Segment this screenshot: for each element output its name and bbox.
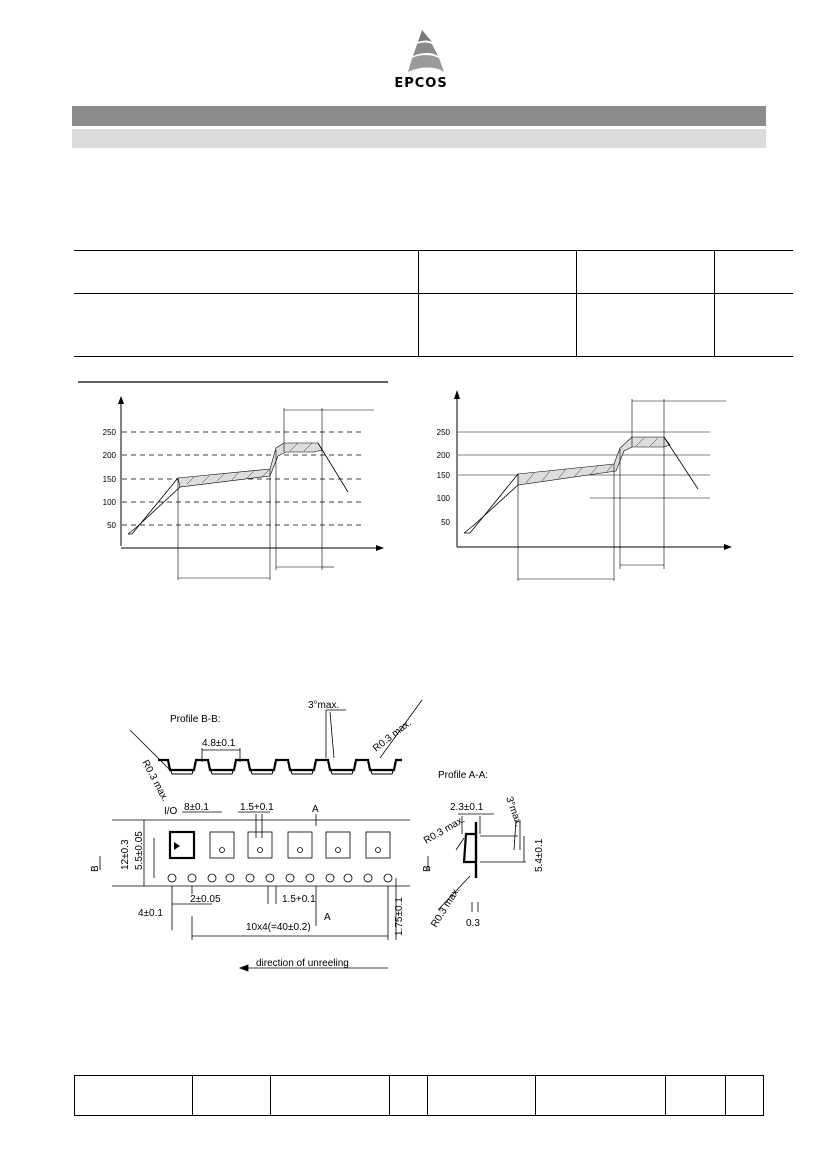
y-tick: 150 (103, 475, 117, 484)
dim-pocket-4-8: 4.8±0.1 (202, 738, 236, 749)
dim-cumulative: 10x4(=40±0.2) (246, 922, 311, 933)
brand-name: EPCOS (394, 76, 448, 91)
profile-aa-detail: 2.3±0.1 R0.3 max. 3°max. 5.4±0.1 R0.3 ma… (422, 795, 545, 929)
dim-width-12: 12±0.3 (120, 839, 131, 870)
dim-5-5: 5.5±0.05 (134, 831, 145, 870)
reflow-profile-chart-left: 250 200 150 100 50 (78, 381, 388, 580)
spec-table (74, 250, 793, 358)
y-tick: 50 (441, 518, 450, 527)
dim-thickness: 0.3 (466, 918, 480, 929)
dim-r03-right: R0.3 max. (371, 718, 414, 755)
footer-table (74, 1075, 764, 1116)
header-bar (72, 106, 766, 126)
direction-label: direction of unreeling (256, 958, 349, 969)
dim-hole-1-5-bottom: 1.5+0.1 (282, 894, 316, 905)
y-tick: 100 (103, 498, 117, 507)
y-tick: 200 (103, 451, 117, 460)
y-tick: 100 (437, 494, 451, 503)
y-tick: 150 (437, 471, 451, 480)
dim-r03-aa-top: R0.3 max. (422, 814, 467, 846)
dim-3max-top: 3°max. (308, 700, 339, 711)
section-b-left: B (90, 865, 101, 872)
dim-r03-left: R0.3 max. (139, 758, 170, 803)
section-b-right: B (422, 865, 433, 872)
dim-2: 2±0.05 (190, 894, 221, 905)
y-tick: 250 (437, 428, 451, 437)
dim-io: I/O (164, 806, 178, 817)
dim-pitch-4: 4±0.1 (138, 908, 163, 919)
y-tick: 50 (107, 521, 116, 530)
y-tick: 200 (437, 451, 451, 460)
epcos-logo-icon (408, 30, 444, 72)
dim-depth-5-4: 5.4±0.1 (534, 838, 545, 872)
dim-3max-aa: 3°max. (503, 795, 524, 828)
section-a-top: A (312, 804, 319, 815)
dim-hole-1-5-top: 1.5+0.1 (240, 802, 274, 813)
dim-r03-aa-bottom: R0.3 max. (429, 885, 462, 929)
dim-1-75: 1.75±0.1 (394, 897, 405, 936)
dim-pocket-2-3: 2.3±0.1 (450, 802, 484, 813)
profile-bb-label: Profile B-B: (170, 714, 221, 725)
reflow-profile-chart-right: 250 200 150 100 50 (437, 390, 732, 581)
section-a-bottom: A (324, 912, 331, 923)
profile-aa-label: Profile A-A: (438, 770, 488, 781)
subheader-bar (72, 129, 766, 148)
dim-pitch-8: 8±0.1 (184, 802, 209, 813)
y-tick: 250 (103, 428, 117, 437)
tape-packaging-drawing: Profile B-B: R0.3 max. R0.3 max. 3°max. … (90, 699, 488, 972)
